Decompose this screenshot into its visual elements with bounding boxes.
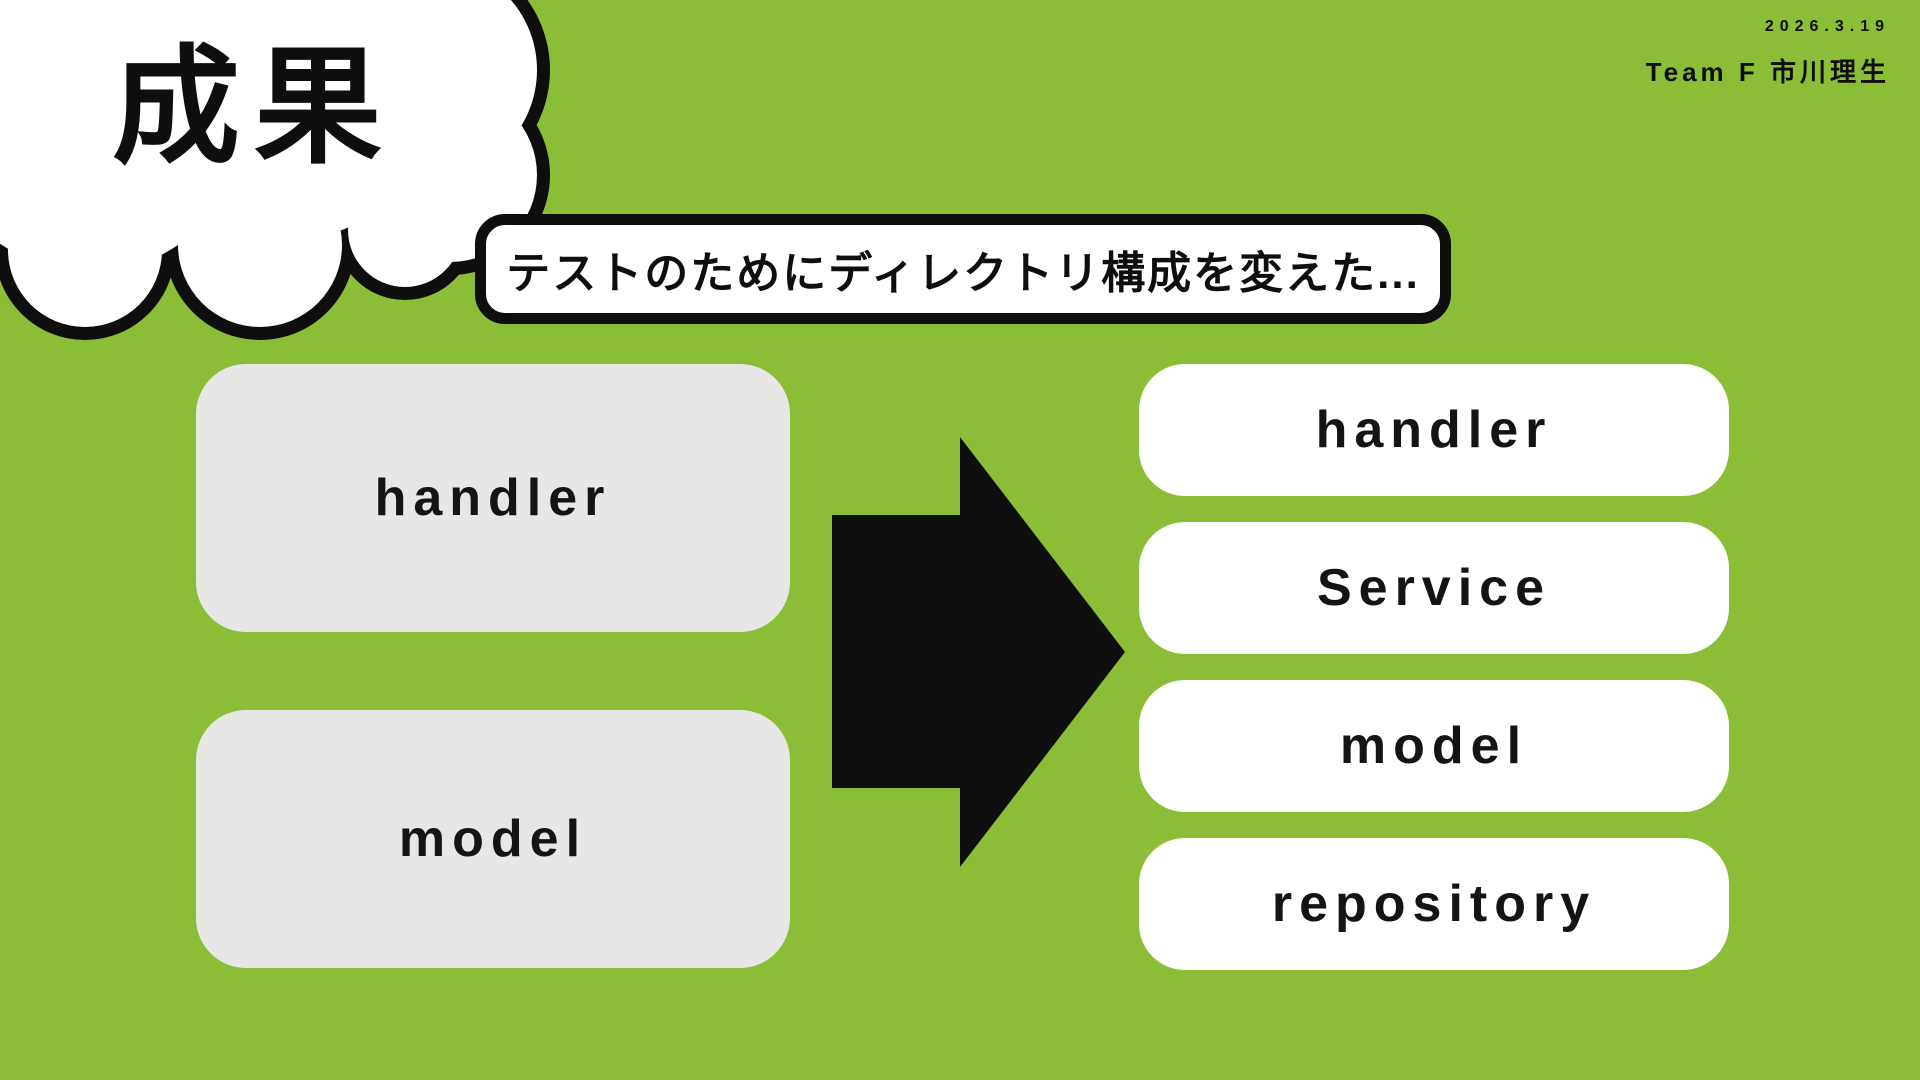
- author-text: Team F 市川理生: [1645, 57, 1890, 87]
- date-text: 2026.3.19: [1764, 18, 1890, 35]
- after-box-model: model: [1139, 680, 1729, 812]
- callout-bubble: テストのためにディレクトリ構成を変えた...: [475, 214, 1451, 324]
- before-box-handler: handler: [196, 364, 790, 632]
- after-box-service: Service: [1139, 522, 1729, 654]
- after-box-model-label: model: [1339, 717, 1529, 775]
- after-box-repository: repository: [1139, 838, 1729, 970]
- before-box-handler-label: handler: [374, 469, 612, 527]
- after-box-repository-label: repository: [1271, 875, 1597, 933]
- after-box-handler: handler: [1139, 364, 1729, 496]
- before-box-model: model: [196, 710, 790, 968]
- page-title: 成果: [112, 36, 397, 179]
- after-box-service-label: Service: [1316, 559, 1552, 617]
- callout-text: テストのためにディレクトリ構成を変えた...: [506, 249, 1420, 298]
- before-box-model-label: model: [398, 810, 588, 868]
- after-box-handler-label: handler: [1315, 401, 1553, 459]
